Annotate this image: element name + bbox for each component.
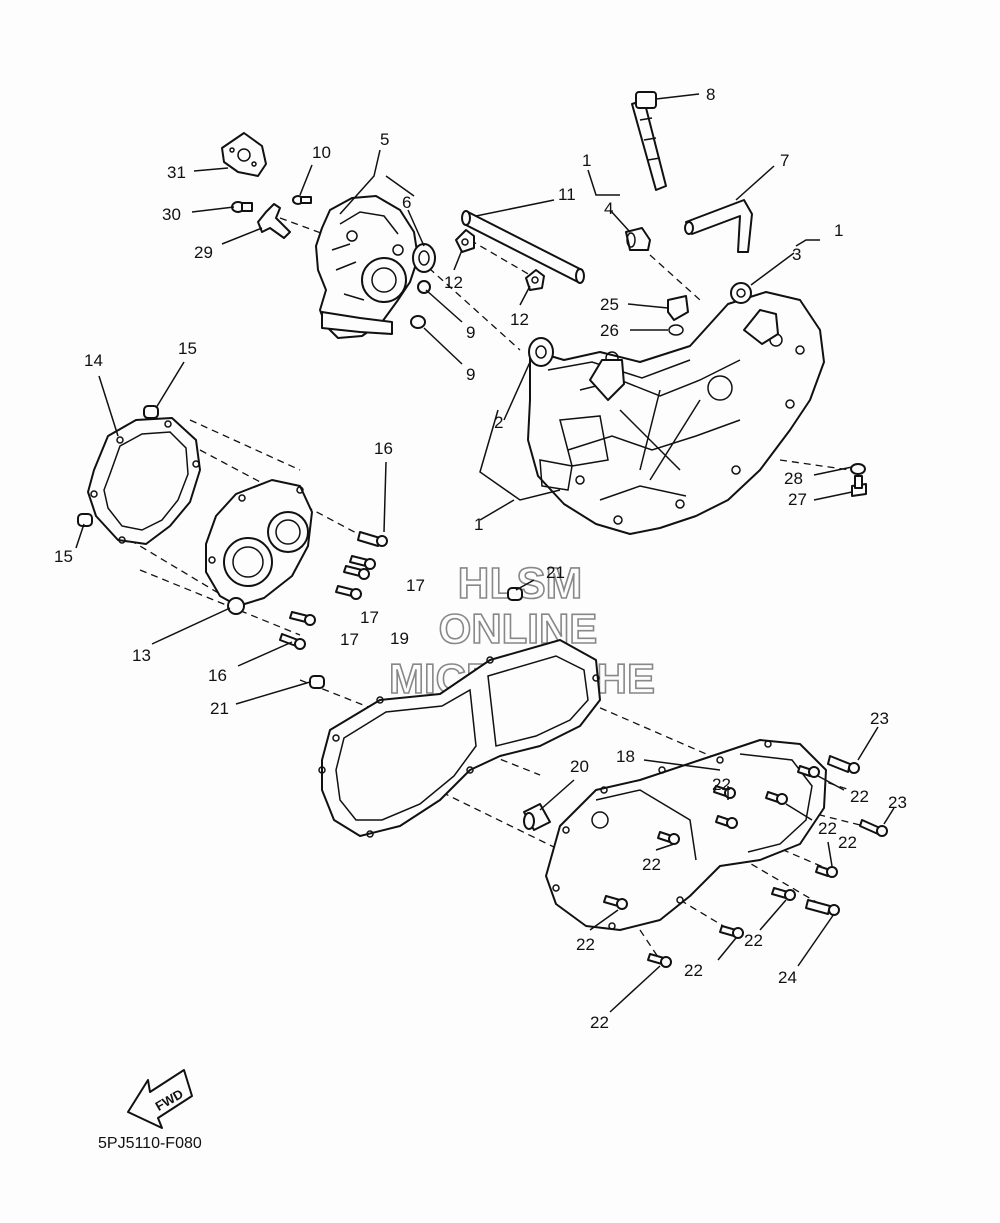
bushing-3 xyxy=(730,282,752,304)
callout-17: 17 xyxy=(340,630,359,649)
dowels-15 xyxy=(77,405,159,527)
callout-9: 9 xyxy=(466,323,475,342)
callout-10: 10 xyxy=(312,143,331,162)
dowel-20 xyxy=(523,803,551,831)
callout-27: 27 xyxy=(788,490,807,509)
callout-15: 15 xyxy=(178,339,197,358)
bearing-6 xyxy=(412,243,436,273)
cover-18 xyxy=(545,739,827,931)
shaft xyxy=(461,210,585,284)
callout-20: 20 xyxy=(570,757,589,776)
gasket-14 xyxy=(87,417,201,545)
callout-22: 22 xyxy=(838,833,857,852)
callout-17: 17 xyxy=(406,576,425,595)
callout-5: 5 xyxy=(380,130,389,149)
callout-11: 11 xyxy=(558,185,576,204)
bolt-27 xyxy=(851,475,867,497)
callout-21: 21 xyxy=(210,699,229,718)
plug-25 xyxy=(667,295,689,321)
callout-2: 2 xyxy=(494,413,503,432)
hose-7 xyxy=(684,199,753,253)
callout-22: 22 xyxy=(684,961,703,980)
callout-30: 30 xyxy=(162,205,181,224)
callout-17: 17 xyxy=(360,608,379,627)
callout-8: 8 xyxy=(706,85,715,104)
callout-26: 26 xyxy=(600,321,619,340)
callout-16: 16 xyxy=(374,439,393,458)
callout-15: 15 xyxy=(54,547,73,566)
bracket-29 xyxy=(257,203,291,239)
callout-14: 14 xyxy=(84,351,103,370)
clips-12 xyxy=(455,229,545,291)
callout-25: 25 xyxy=(600,295,619,314)
callout-18: 18 xyxy=(616,747,635,766)
callout-9: 9 xyxy=(466,365,475,384)
callout-31: 31 xyxy=(167,163,186,182)
callout-22: 22 xyxy=(576,935,595,954)
gasket-19 xyxy=(318,639,601,838)
nut-4 xyxy=(625,227,651,251)
callout-22: 22 xyxy=(744,931,763,950)
dowels-21 xyxy=(309,587,523,689)
bolts-22-24 xyxy=(603,755,888,968)
callout-29: 29 xyxy=(194,243,213,262)
watermark-line-1: HLSM xyxy=(458,559,583,608)
callout-22: 22 xyxy=(642,855,661,874)
callout-6: 6 xyxy=(402,193,411,212)
callout-21: 21 xyxy=(546,563,565,582)
callout-7: 7 xyxy=(780,151,789,170)
leader-lines xyxy=(75,93,895,1013)
crankcase xyxy=(527,291,825,535)
washer-28 xyxy=(850,463,866,475)
screw-10 xyxy=(292,195,312,205)
callout-1: 1 xyxy=(834,221,843,240)
callout-12: 12 xyxy=(510,310,529,329)
callout-22: 22 xyxy=(590,1013,609,1032)
watermark-line-2: ONLINE xyxy=(439,605,598,652)
callout-13: 13 xyxy=(132,646,151,665)
housing-5 xyxy=(315,195,419,339)
diagram-code: 5PJ5110-F080 xyxy=(98,1135,202,1152)
callout-22: 22 xyxy=(712,775,731,794)
callout-16: 16 xyxy=(208,666,227,685)
plate-31 xyxy=(221,132,267,177)
callout-1: 1 xyxy=(582,151,591,170)
callout-labels: 8 7 1 4 1 3 11 5 6 10 31 30 29 12 12 25 … xyxy=(54,85,907,1032)
callout-23: 23 xyxy=(870,709,889,728)
callout-4: 4 xyxy=(604,199,613,218)
callout-24: 24 xyxy=(778,968,797,987)
bolts-16-17 xyxy=(279,531,388,650)
callout-19: 19 xyxy=(390,629,409,648)
bushing-2 xyxy=(528,337,554,367)
oring-26 xyxy=(668,324,684,336)
callout-3: 3 xyxy=(792,245,801,264)
callout-23: 23 xyxy=(888,793,907,812)
callout-22: 22 xyxy=(818,819,837,838)
callout-1: 1 xyxy=(474,515,483,534)
cover-13 xyxy=(205,479,313,615)
pins-9 xyxy=(410,280,431,329)
screw-30 xyxy=(231,201,253,213)
callout-28: 28 xyxy=(784,469,803,488)
strap-8 xyxy=(631,91,667,191)
fwd-arrow-icon: FWD xyxy=(127,1069,193,1129)
callout-22: 22 xyxy=(850,787,869,806)
callout-12: 12 xyxy=(444,273,463,292)
